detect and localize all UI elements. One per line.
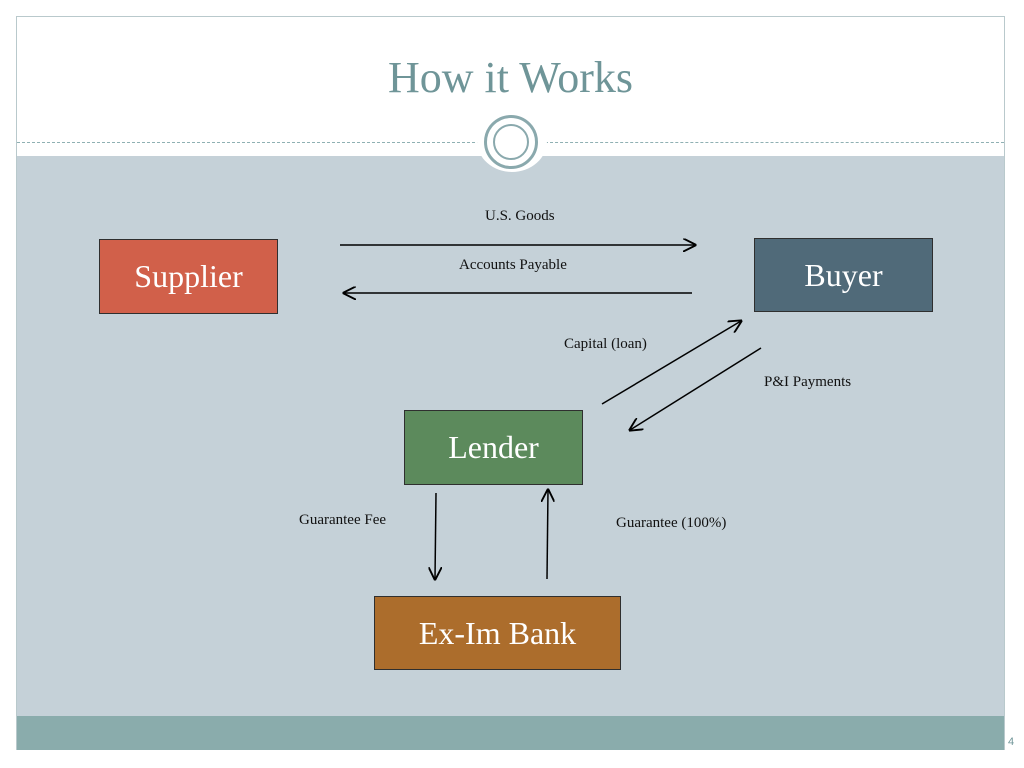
label-pi-payments: P&I Payments (764, 374, 852, 390)
supplier-node: Supplier (99, 239, 278, 314)
lender-node: Lender (404, 410, 583, 485)
label-capital-loan: Capital (loan) (564, 336, 647, 352)
label-accounts-payable: Accounts Payable (459, 257, 567, 273)
page-number: 4 (1008, 736, 1015, 748)
arrow-fee (435, 492, 436, 579)
slide-title: How it Works (388, 53, 633, 102)
footer-bar (17, 716, 1004, 750)
circle-emblem-icon (484, 115, 538, 169)
arrow-payments (630, 347, 762, 430)
circle-emblem-inner (493, 124, 529, 160)
exim-bank-node: Ex-Im Bank (374, 596, 621, 670)
label-guarantee-100: Guarantee (100%) (616, 515, 727, 531)
title-divider-left (17, 142, 485, 143)
title-divider-right (540, 142, 1004, 143)
buyer-node: Buyer (754, 238, 933, 312)
label-us-goods: U.S. Goods (485, 208, 555, 224)
label-guarantee-fee: Guarantee Fee (299, 512, 387, 528)
arrow-capital (601, 321, 741, 405)
arrow-guarantee (547, 490, 548, 580)
